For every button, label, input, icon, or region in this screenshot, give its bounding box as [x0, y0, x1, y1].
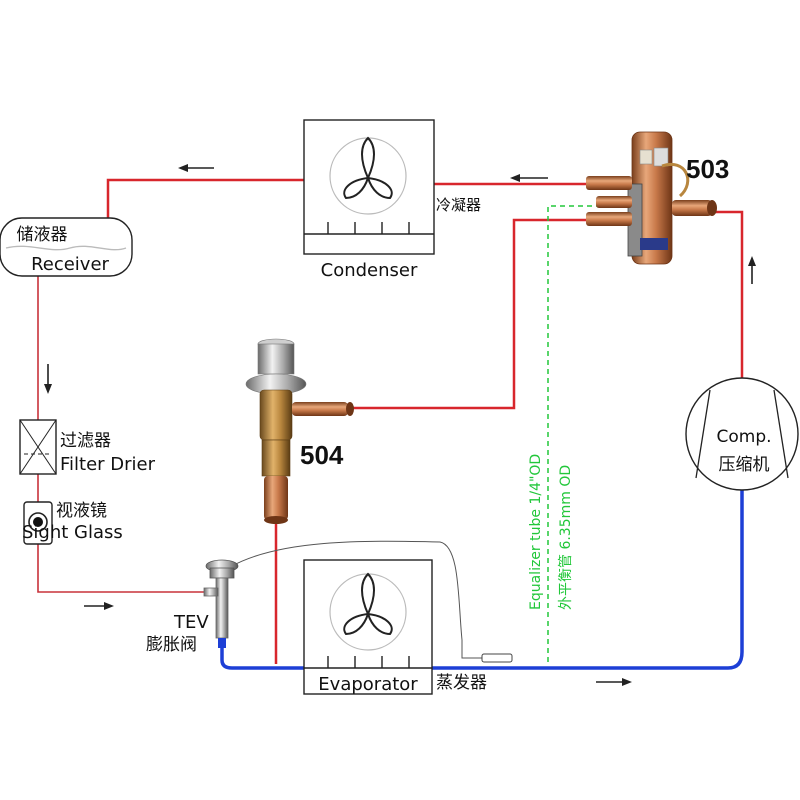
- tev-valve: [203, 559, 239, 648]
- filter-label-en: Filter Drier: [60, 454, 156, 475]
- flow-arrow-up-compressor: [748, 256, 756, 284]
- condenser-label-en: Condenser: [321, 260, 418, 281]
- equalizer-label-cn: 外平衡管 6.35mm OD: [558, 465, 574, 610]
- evaporator-label-en: Evaporator: [318, 674, 418, 695]
- flow-arrow-left-top: [178, 164, 214, 172]
- receiver-label-en: Receiver: [31, 254, 109, 275]
- flow-arrow-left-mid: [510, 174, 548, 182]
- tev-label-en: TEV: [173, 612, 209, 633]
- filter-label-cn: 过滤器: [60, 431, 111, 451]
- receiver-label-cn: 储液器: [17, 225, 68, 245]
- flow-arrow-right-suction: [596, 678, 632, 686]
- sight-label-en: Sight Glass: [22, 522, 123, 543]
- evaporator-label-cn: 蒸发器: [436, 673, 487, 693]
- evaporator-unit: [303, 559, 433, 695]
- line-sight-to-tev: [37, 544, 204, 593]
- line-504-to-503: [352, 218, 608, 410]
- fan-icon: [343, 136, 393, 200]
- fan-icon: [343, 572, 393, 636]
- capillary-tube: [231, 540, 482, 659]
- tev-label-cn: 膨胀阀: [146, 635, 197, 655]
- flow-arrow-down-liquid: [44, 364, 52, 394]
- equalizer-tube: [547, 205, 608, 662]
- flow-arrow-right-tev: [84, 602, 114, 610]
- compressor-label-cn: 压缩机: [719, 455, 770, 475]
- valve-503-image: [586, 131, 717, 265]
- valve-504-label: 504: [300, 440, 344, 470]
- condenser-label-cn: 冷凝器: [436, 196, 481, 214]
- valve-503-label: 503: [686, 154, 729, 184]
- sight-glass: [23, 501, 53, 545]
- compressor-unit: [685, 377, 799, 491]
- receiver-unit: [0, 217, 133, 277]
- line-503-to-compressor: [712, 210, 744, 384]
- sensing-bulb: [481, 653, 513, 663]
- valve-504-image: [245, 338, 354, 524]
- condenser-unit: [303, 119, 435, 255]
- equalizer-label-en: Equalizer tube 1/4"OD: [528, 454, 544, 610]
- filter-drier: [19, 419, 57, 475]
- line-condenser-to-receiver: [106, 178, 304, 218]
- compressor-label-en: Comp.: [716, 427, 771, 447]
- line-suction: [220, 486, 744, 670]
- sight-label-cn: 视液镜: [56, 501, 107, 521]
